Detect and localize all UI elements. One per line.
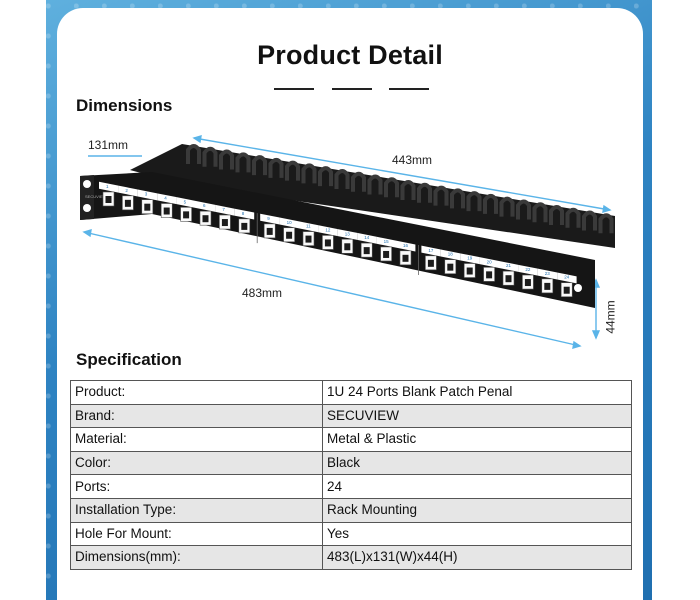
port: 9 [260, 213, 280, 239]
spec-value: Metal & Plastic [322, 427, 632, 452]
spec-row: Dimensions(mm):483(L)x131(W)x44(H) [70, 545, 632, 570]
port-number: 4 [164, 196, 167, 201]
spec-value: Yes [322, 521, 632, 547]
port: 23 [537, 268, 558, 294]
spec-row: Hole For Mount:Yes [70, 521, 632, 547]
spec-key: Dimensions(mm): [70, 545, 323, 570]
port-number: 10 [287, 220, 293, 225]
cable-management-bar [130, 144, 615, 248]
port: 16 [396, 240, 416, 266]
spec-row: Ports:24 [70, 474, 632, 499]
spec-key: Material: [70, 427, 323, 452]
port-number: 17 [428, 248, 434, 253]
spec-value: Black [322, 450, 632, 476]
spec-row: Brand:SECUVIEW [70, 403, 632, 429]
spec-row: Material:Metal & Plastic [70, 427, 632, 452]
port: 17 [421, 245, 441, 271]
port-number: 7 [222, 207, 225, 212]
spec-row: Product:1U 24 Ports Blank Patch Penal [70, 380, 632, 405]
spec-value: SECUVIEW [322, 403, 632, 429]
port-number: 14 [364, 235, 370, 240]
depth-label: 131mm [88, 138, 129, 152]
port-number: 11 [306, 224, 311, 229]
inner-width-label: 443mm [392, 153, 433, 167]
port-number: 9 [267, 216, 270, 221]
title-underline-dashes [274, 88, 429, 90]
port: 14 [357, 232, 377, 258]
spec-value: 483(L)x131(W)x44(H) [322, 545, 632, 570]
page-title: Product Detail [257, 40, 443, 70]
spec-key: Installation Type: [70, 497, 323, 523]
port: 10 [279, 217, 300, 243]
port-number: 8 [242, 211, 245, 216]
port-number: 22 [525, 267, 531, 272]
port: 19 [460, 253, 480, 278]
brand-mark: SECUVIEW [85, 194, 107, 199]
specification-heading: Specification [76, 350, 182, 369]
port: 1 [99, 181, 119, 207]
spec-key: Hole For Mount: [70, 521, 323, 547]
port: 5 [176, 197, 196, 222]
port: 21 [499, 261, 519, 286]
port: 18 [440, 249, 461, 274]
dimension-lines [82, 135, 612, 349]
port-number: 6 [203, 203, 206, 208]
port-number: 18 [448, 252, 454, 257]
port-number: 20 [487, 259, 493, 264]
spec-row: Installation Type:Rack Mounting [70, 497, 632, 523]
port-number: 23 [545, 271, 551, 276]
port: 2 [118, 185, 138, 211]
port-number: 21 [506, 263, 512, 268]
port: 24 [557, 272, 577, 298]
spec-key: Ports: [70, 474, 323, 499]
overall-width-label: 483mm [242, 286, 283, 300]
patch-panel-illustration: SECUVIEW 1234567891011121314151617181920… [80, 135, 615, 349]
spec-value: 1U 24 Ports Blank Patch Penal [322, 380, 632, 405]
port: 7 [215, 204, 235, 230]
port: 20 [479, 257, 500, 282]
spec-key: Color: [70, 450, 323, 476]
port-number: 5 [184, 199, 187, 204]
port-number: 12 [325, 227, 331, 232]
dimensions-heading: Dimensions [76, 96, 173, 115]
spec-key: Product: [70, 380, 323, 405]
spec-row: Color:Black [70, 450, 632, 476]
port-number: 19 [467, 256, 473, 261]
spec-key: Brand: [70, 403, 323, 429]
port-number: 1 [106, 184, 109, 189]
port-number: 13 [345, 231, 351, 236]
port: 3 [137, 189, 158, 214]
port-number: 2 [125, 188, 128, 193]
port: 11 [299, 221, 319, 246]
port: 12 [318, 225, 338, 250]
port-number: 16 [403, 243, 409, 248]
port: 8 [234, 208, 255, 234]
spec-value: Rack Mounting [322, 497, 632, 523]
port-number: 24 [564, 275, 570, 280]
port: 4 [157, 193, 177, 218]
port: 13 [337, 229, 358, 254]
port: 22 [518, 264, 538, 290]
port-number: 3 [145, 192, 148, 197]
port: 6 [196, 201, 216, 226]
port: 15 [376, 236, 397, 262]
port-number: 15 [384, 239, 390, 244]
spec-value: 24 [322, 474, 632, 499]
